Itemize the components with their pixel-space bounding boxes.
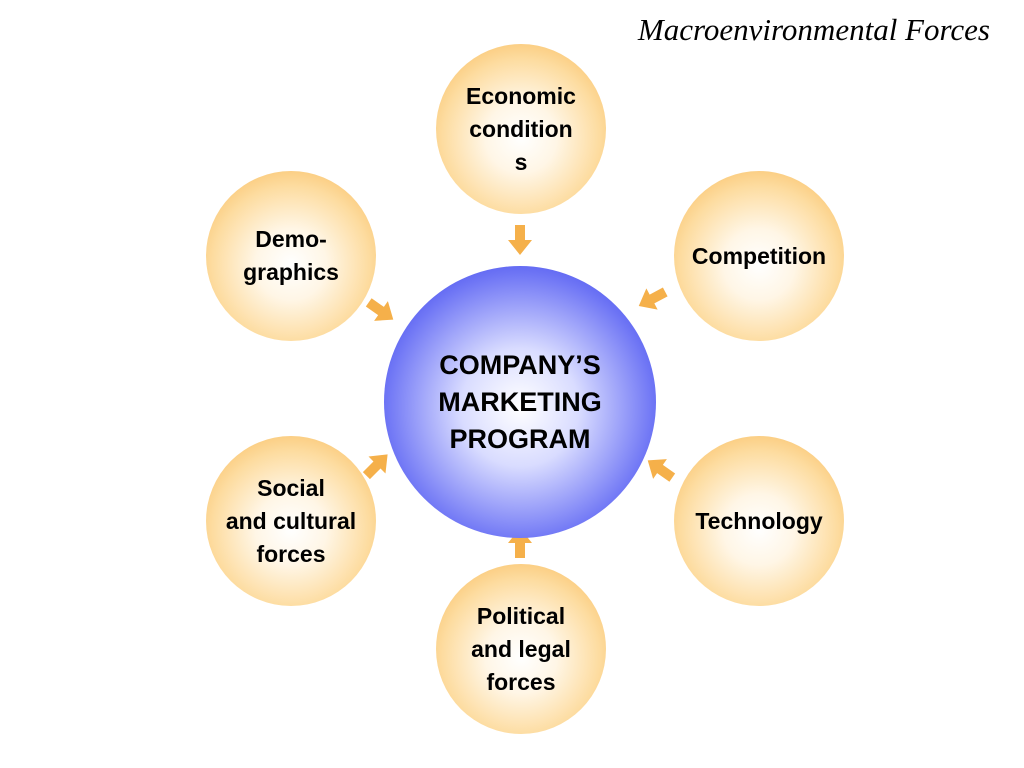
arrow-demographics [361,292,401,330]
force-economic-circle: Economic condition s [436,44,606,214]
force-political-label: Political and legal forces [471,602,571,695]
force-competition-label: Competition [691,242,827,269]
arrow-technology [640,450,680,488]
force-economic-label: Economic condition s [466,82,576,175]
force-social-circle: Social and cultural forces [206,436,376,606]
force-competition-circle: Competition [674,171,844,341]
force-demographics-circle: Demo- graphics [206,171,376,341]
company-marketing-program-circle: COMPANY’S MARKETING PROGRAM [384,266,656,538]
force-technology-label: Technology [695,507,823,534]
arrow-competition [633,281,671,317]
arrow-economic [508,225,532,255]
force-technology-circle: Technology [674,436,844,606]
force-social-label: Social and cultural forces [225,474,357,567]
force-demographics-label: Demo- graphics [243,226,339,285]
force-political-circle: Political and legal forces [436,564,606,734]
center-label: COMPANY’S MARKETING PROGRAM [438,349,602,454]
slide-title: Macroenvironmental Forces [637,12,990,47]
